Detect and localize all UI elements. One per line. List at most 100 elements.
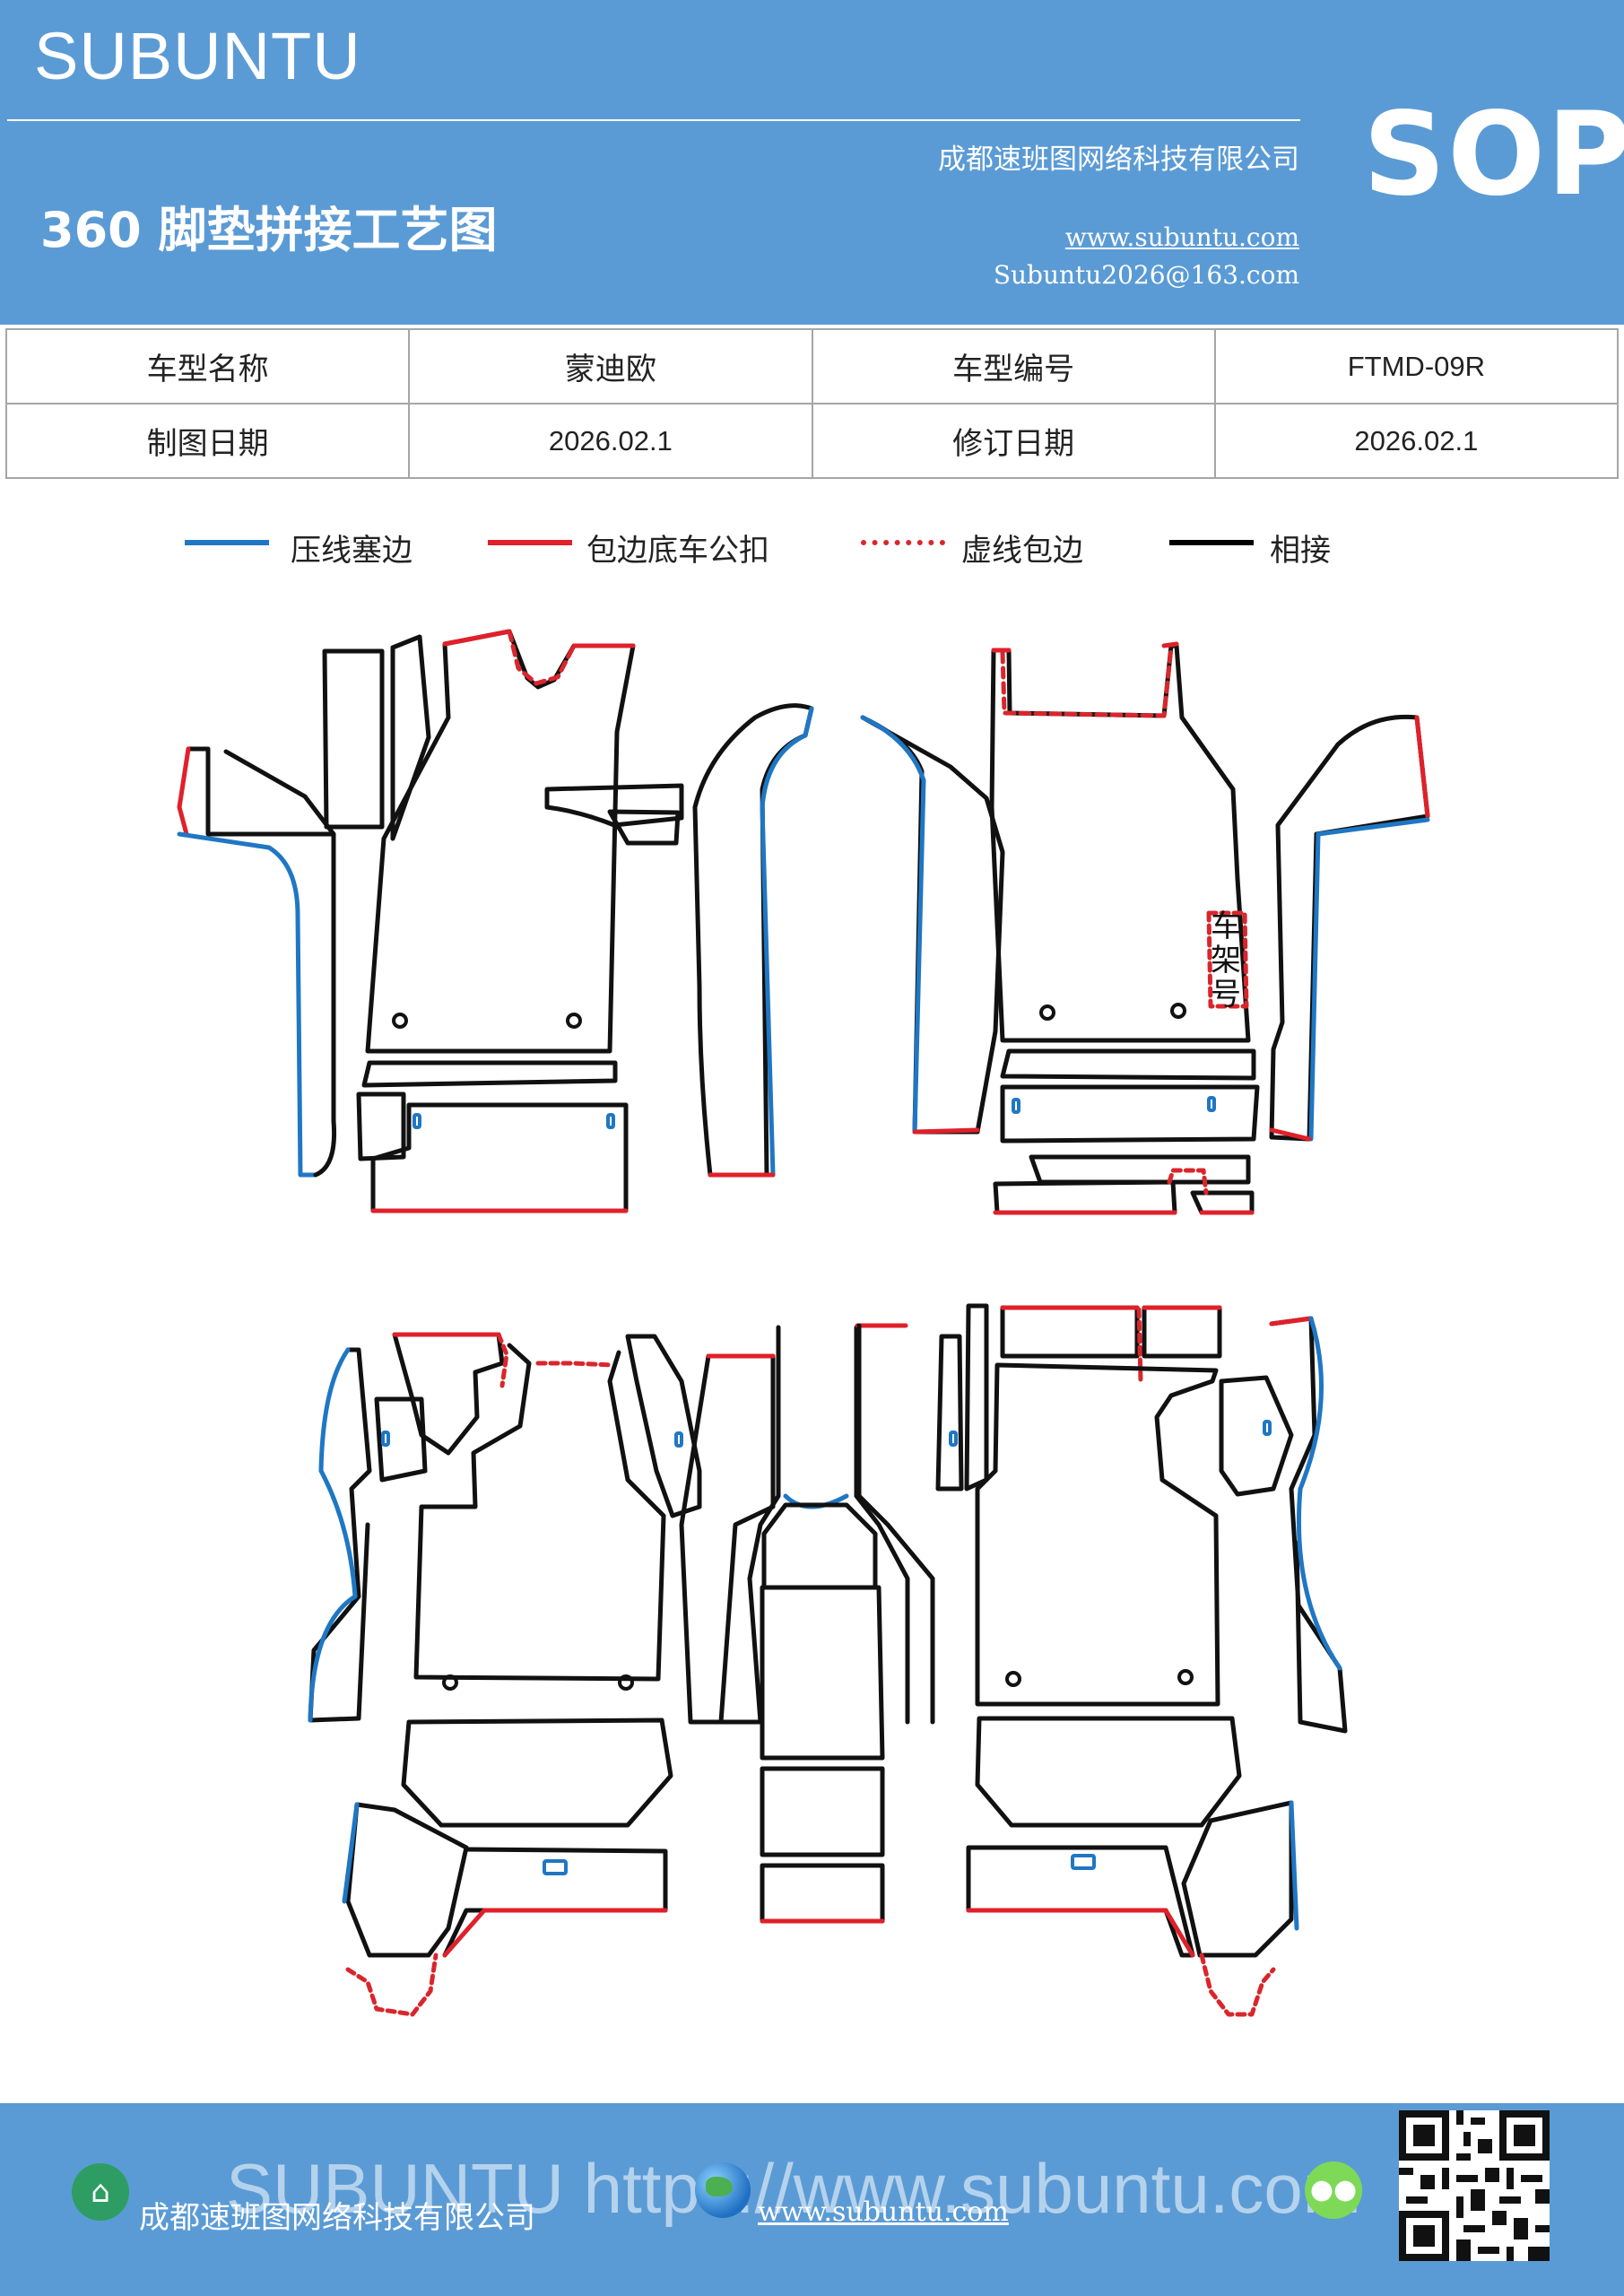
mat-outline xyxy=(308,1347,372,1723)
mat-outline xyxy=(715,1325,781,1725)
legend-swatch xyxy=(185,540,269,545)
mat-outline xyxy=(860,715,1005,1135)
table-cell: 修订日期 xyxy=(811,403,1216,479)
mat-outline xyxy=(964,1303,989,1492)
frame-number-label: 车架号 xyxy=(1211,909,1241,1013)
document-title: 360 脚垫拼接工艺图 xyxy=(40,202,498,258)
edge-red xyxy=(912,1127,980,1135)
rear-right-mat-group xyxy=(856,1303,1348,2017)
mat-outline xyxy=(935,1334,964,1492)
edge-dashed xyxy=(1199,1952,1276,2017)
legend: 压线塞边 包边底车公扣 虚线包边 相接 xyxy=(0,520,1624,574)
mat-outline xyxy=(374,1396,428,1483)
table-cell: 2026.02.1 xyxy=(1213,403,1620,479)
mat-outline xyxy=(760,1585,885,1761)
edge-dashed xyxy=(535,1361,614,1368)
legend-swatch xyxy=(1169,540,1254,545)
globe-icon xyxy=(695,2162,751,2218)
edge-red xyxy=(177,746,191,837)
mat-outline xyxy=(760,1766,885,1857)
clip-slot xyxy=(381,1431,390,1447)
mat-outline xyxy=(966,1845,1195,1958)
fastener-hole xyxy=(442,1674,458,1691)
table-cell: 车型编号 xyxy=(811,328,1216,404)
footer-website-link[interactable]: www.subuntu.com xyxy=(758,2196,1009,2228)
mat-outline xyxy=(1000,1305,1140,1359)
clip-slot xyxy=(413,1113,421,1129)
clip-slot xyxy=(543,1859,568,1875)
edge-red xyxy=(1414,715,1430,819)
clip-slot xyxy=(1207,1096,1216,1112)
edge-dashed xyxy=(496,1332,509,1388)
wechat-icon: ●● xyxy=(1305,2161,1362,2219)
email-address[interactable]: Subuntu2026@163.com xyxy=(993,260,1299,290)
legend-label: 虚线包边 xyxy=(961,533,1083,569)
table-cell: 蒙迪欧 xyxy=(408,328,813,404)
vehicle-info-table: 车型名称 蒙迪欧 车型编号 FTMD-09R 制图日期 2026.02.1 修订… xyxy=(4,328,1620,479)
watermark-text: SUBUNTU https://www.subuntu.com xyxy=(226,2149,1361,2228)
edge-dashed xyxy=(345,1952,439,2017)
mat-outline xyxy=(607,809,681,846)
clip-slot xyxy=(1071,1854,1096,1870)
footer-banner: SUBUNTU https://www.subuntu.com ⌂ 成都速班图网… xyxy=(0,2103,1624,2296)
mat-outline xyxy=(442,1847,668,1958)
floor-mat-layout-diagram xyxy=(177,629,1430,2017)
rear-left-mat-group xyxy=(308,1332,776,2017)
mat-outline xyxy=(322,648,385,830)
mat-outline xyxy=(365,629,636,1054)
edge-dashed xyxy=(1136,1307,1143,1384)
website-link[interactable]: www.subuntu.com xyxy=(1064,222,1299,252)
mat-outline xyxy=(761,1502,878,1590)
mat-outline xyxy=(1000,1084,1260,1144)
table-cell: 制图日期 xyxy=(4,403,411,479)
fastener-hole xyxy=(392,1013,408,1029)
edge-red xyxy=(1161,641,1179,648)
building-icon: ⌂ xyxy=(72,2163,129,2221)
fastener-hole xyxy=(1039,1004,1055,1021)
edge-red xyxy=(1269,1127,1312,1142)
mat-outline xyxy=(390,634,431,841)
mat-outline xyxy=(313,831,337,1178)
mat-outline xyxy=(1269,1316,1348,1734)
fastener-hole xyxy=(1170,1003,1186,1019)
edge-dashed xyxy=(507,629,577,686)
edge-blue xyxy=(1308,817,1430,1142)
qr-code-icon xyxy=(1399,2110,1550,2261)
footer-company-name: 成都速班图网络科技有限公司 xyxy=(139,2200,535,2236)
mat-outline xyxy=(186,746,336,837)
mat-outline xyxy=(975,1362,1220,1707)
fastener-hole xyxy=(618,1674,634,1691)
header-banner: SUBUNTU 360 脚垫拼接工艺图 成都速班图网络科技有限公司 www.su… xyxy=(0,0,1624,325)
mat-outline xyxy=(356,1091,406,1161)
sop-badge: SOP xyxy=(1363,88,1624,222)
mat-outline xyxy=(1000,1048,1256,1081)
edge-dashed xyxy=(1167,1168,1209,1196)
mat-outline xyxy=(856,1323,935,1725)
mat-outline xyxy=(413,1343,666,1682)
frame-number-box xyxy=(1206,910,1249,1009)
legend-swatch xyxy=(488,540,572,545)
table-row: 制图日期 2026.02.1 修订日期 2026.02.1 xyxy=(4,403,1620,479)
clip-slot xyxy=(606,1113,615,1129)
table-cell: FTMD-09R xyxy=(1213,328,1620,404)
mat-outline xyxy=(975,1716,1242,1828)
clip-slot xyxy=(949,1431,958,1447)
front-right-mat-group xyxy=(860,641,1430,1215)
table-cell: 2026.02.1 xyxy=(408,403,813,479)
mat-outline xyxy=(854,1325,910,1725)
edge-blue xyxy=(342,1802,360,1904)
mat-outline xyxy=(1269,714,1430,1142)
mat-outline xyxy=(993,1179,1177,1215)
fastener-hole xyxy=(566,1013,582,1029)
company-name: 成都速班图网络科技有限公司 xyxy=(938,144,1299,176)
mat-outline xyxy=(370,1102,629,1213)
mat-outline xyxy=(1190,1190,1255,1215)
center-tunnel-mat-group xyxy=(715,1323,910,1924)
edge-red xyxy=(442,1908,668,1958)
edge-blue xyxy=(177,831,318,1178)
edge-blue xyxy=(1296,1316,1342,1671)
edge-red xyxy=(1269,1316,1314,1326)
edge-blue xyxy=(308,1347,358,1723)
brand-logo-text: SUBUNTU xyxy=(34,19,361,93)
legend-label: 相接 xyxy=(1270,533,1331,569)
